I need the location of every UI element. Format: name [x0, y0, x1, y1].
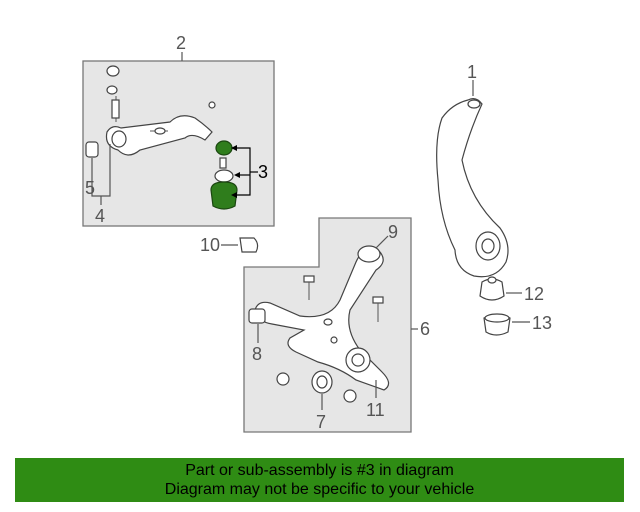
callout-1[interactable]: 1	[467, 62, 477, 82]
bolt-part	[303, 275, 315, 283]
footer-banner: Part or sub-assembly is #3 in diagram Di…	[15, 458, 624, 502]
bolt-part	[372, 296, 384, 304]
nut-part	[276, 372, 290, 386]
nut-part	[106, 65, 120, 77]
callout-3[interactable]: 3	[258, 162, 268, 182]
nut-part	[343, 389, 357, 403]
callout-9[interactable]: 9	[388, 222, 398, 242]
callout-8[interactable]: 8	[252, 344, 262, 364]
part-12-group: 12	[479, 276, 544, 304]
upper-arm-group: 2 5 4 3	[82, 33, 275, 227]
bushing-part-10	[239, 237, 259, 253]
lower-arm-group: 6 9 8 7 11	[243, 217, 430, 433]
callout-7[interactable]: 7	[316, 412, 326, 432]
bushing-part-5	[85, 141, 99, 158]
ball-joint-ring	[214, 169, 234, 183]
callout-6[interactable]: 6	[420, 319, 430, 339]
footer-line-2: Diagram may not be specific to your vehi…	[164, 481, 475, 498]
callout-11[interactable]: 11	[366, 400, 385, 420]
part-10-group: 10	[200, 235, 259, 255]
stud-part	[111, 99, 120, 119]
upper-arm-part	[105, 115, 213, 156]
front-bushing-part-8	[248, 308, 266, 324]
ball-joint-cap-highlight[interactable]	[215, 140, 233, 156]
footer-line-1: Part or sub-assembly is #3 in diagram	[185, 462, 454, 479]
nut-part	[106, 85, 118, 95]
part-13-group: 13	[483, 313, 552, 336]
callout-4[interactable]: 4	[95, 206, 105, 226]
callout-10[interactable]: 10	[200, 235, 220, 255]
callout-12[interactable]: 12	[524, 284, 544, 304]
ball-joint-spring	[219, 157, 227, 169]
ball-joint-boot-highlight[interactable]	[210, 181, 238, 210]
callout-5[interactable]: 5	[85, 178, 95, 198]
callout-13[interactable]: 13	[532, 313, 552, 333]
callout-2[interactable]: 2	[176, 33, 186, 53]
knuckle-group: 1	[436, 62, 509, 278]
